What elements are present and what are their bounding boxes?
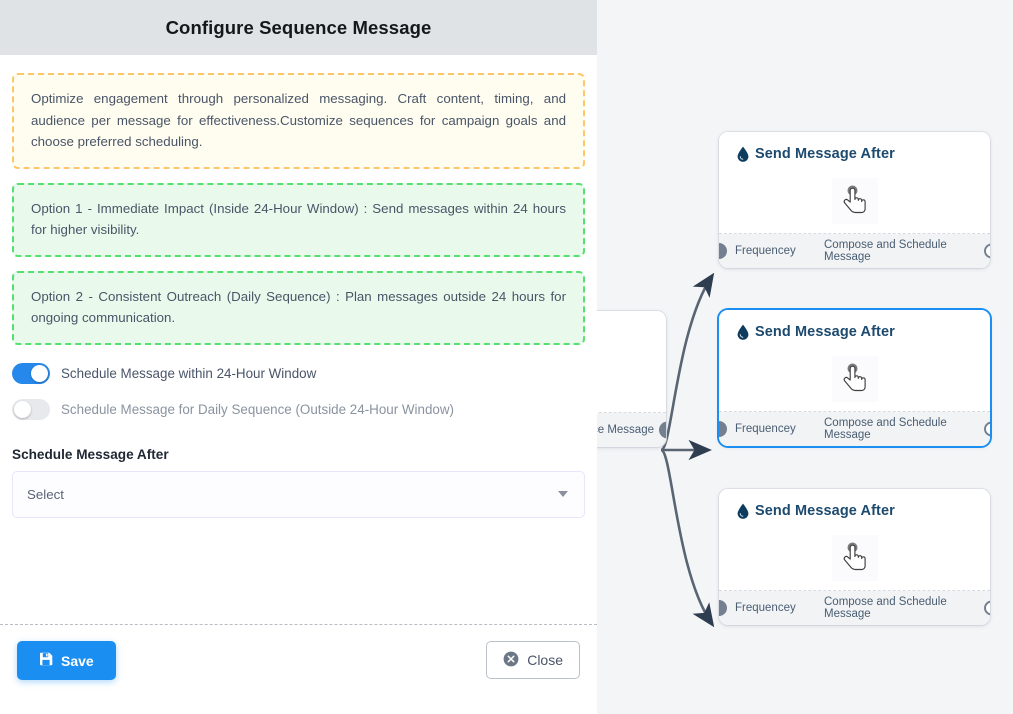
node-output-handle[interactable] — [984, 243, 990, 259]
save-floppy-icon — [39, 652, 53, 669]
node-output-handle[interactable] — [984, 421, 990, 437]
configure-sequence-message-modal: Configure Sequence Message Optimize enga… — [0, 0, 597, 714]
pointing-hand-cursor-icon — [831, 356, 878, 402]
node-body: Send Message After — [719, 310, 990, 412]
node-title-label: Send Message After — [755, 324, 895, 340]
node-footer-frequency-label: Frequencey — [735, 245, 796, 257]
pointing-hand-cursor-icon — [831, 535, 878, 581]
close-button-label: Close — [527, 652, 563, 668]
node-footer: Frequencey Compose and Schedule Message — [719, 234, 990, 268]
save-button[interactable]: Save — [17, 641, 116, 680]
upstream-node-output-handle[interactable] — [659, 421, 666, 439]
node-footer: Frequencey Compose and Schedule Message — [719, 591, 990, 625]
toggle-schedule-within-24h[interactable] — [12, 362, 50, 384]
page-title: Configure Sequence Message — [165, 16, 432, 38]
node-send-message-after-3[interactable]: Send Message After Frequencey Compose an… — [719, 489, 990, 625]
toggle-row-within-24h[interactable]: Schedule Message within 24-Hour Window — [12, 362, 585, 384]
info-callout-overview: Optimize engagement through personalized… — [12, 73, 585, 169]
modal-footer: Save Close — [0, 624, 597, 714]
cancel-button[interactable]: Close — [486, 641, 580, 679]
schedule-message-after-value: Select — [27, 486, 64, 502]
water-drop-icon — [737, 324, 749, 340]
node-output-handle[interactable] — [984, 600, 990, 616]
info-callout-option-1: Option 1 - Immediate Impact (Inside 24-H… — [12, 182, 585, 257]
node-body: Send Message After — [719, 489, 990, 591]
node-send-message-after-1[interactable]: Send Message After Frequencey Compose an… — [719, 132, 990, 268]
node-input-handle[interactable] — [719, 600, 727, 616]
node-footer-compose-label: Compose and Schedule Message — [824, 239, 947, 263]
modal-header: Configure Sequence Message — [0, 0, 597, 55]
node-title-row: Send Message After — [719, 310, 990, 340]
node-footer-compose-label: Compose and Schedule Message — [824, 596, 947, 620]
toggle-label-within-24h: Schedule Message within 24-Hour Window — [61, 365, 317, 381]
node-title-label: Send Message After — [755, 503, 895, 519]
upstream-node-footer-label: ce Message — [591, 424, 654, 436]
water-drop-icon — [737, 503, 749, 519]
node-title-label: Send Message After — [755, 146, 895, 162]
node-send-message-after-2[interactable]: Send Message After Frequencey Compose an… — [719, 310, 990, 446]
modal-body: Optimize engagement through personalized… — [0, 55, 597, 624]
pointing-hand-cursor-icon — [831, 178, 878, 224]
node-footer-compose-label: Compose and Schedule Message — [824, 417, 947, 441]
node-title-row: Send Message After — [719, 489, 990, 519]
toggle-label-daily-sequence: Schedule Message for Daily Sequence (Out… — [61, 401, 454, 417]
schedule-message-after-select[interactable]: Select — [12, 470, 585, 518]
toggle-knob — [14, 400, 31, 418]
close-circle-icon — [503, 651, 519, 670]
node-footer-frequency-label: Frequencey — [735, 423, 796, 435]
toggle-schedule-daily-sequence[interactable] — [12, 398, 50, 420]
save-button-label: Save — [61, 652, 94, 669]
node-input-handle[interactable] — [719, 421, 727, 437]
node-body: Send Message After — [719, 132, 990, 234]
node-input-handle[interactable] — [719, 243, 727, 259]
info-callout-option-2: Option 2 - Consistent Outreach (Daily Se… — [12, 270, 585, 345]
toggle-row-daily-sequence[interactable]: Schedule Message for Daily Sequence (Out… — [12, 398, 585, 420]
chevron-down-icon — [558, 491, 568, 498]
schedule-message-after-label: Schedule Message After — [12, 446, 169, 462]
water-drop-icon — [737, 146, 749, 162]
node-footer-frequency-label: Frequencey — [735, 602, 796, 614]
node-footer: Frequencey Compose and Schedule Message — [719, 412, 990, 446]
toggle-knob — [31, 364, 48, 382]
node-title-row: Send Message After — [719, 132, 990, 162]
